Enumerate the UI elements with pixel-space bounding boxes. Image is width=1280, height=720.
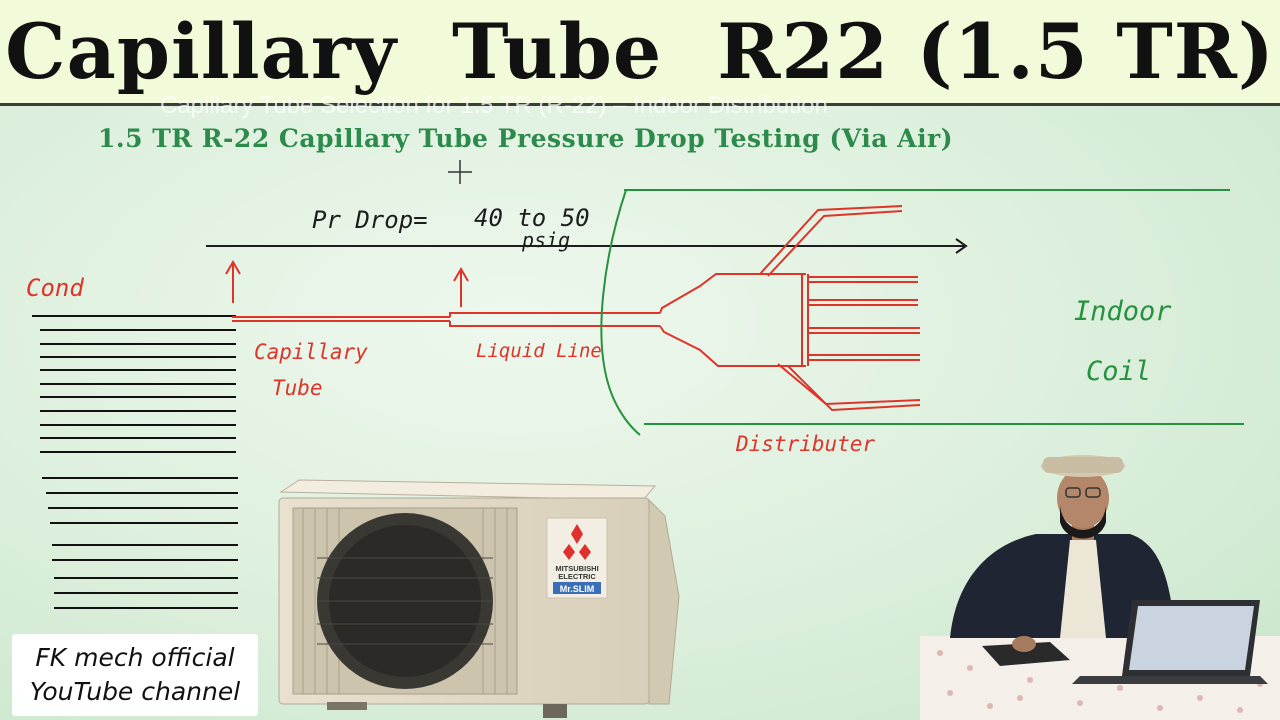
liquid-line-label: Liquid Line — [476, 340, 602, 362]
pressure-drop-label: Pr Drop= — [312, 206, 428, 234]
crosshair-cursor-icon — [448, 160, 472, 184]
indoor-label-line2: Coil — [1086, 356, 1152, 387]
presenter-image — [920, 455, 1280, 720]
channel-badge-line2: YouTube channel — [29, 677, 241, 706]
model-label: Mr.SLIM — [560, 584, 595, 594]
pressure-unit-label: psig — [522, 228, 571, 252]
brand-line2: ELECTRIC — [558, 572, 596, 581]
channel-badge-line1: FK mech official — [35, 643, 235, 672]
condenser-label: Cond — [26, 274, 84, 302]
pressure-axis-arrow — [206, 238, 968, 254]
distributor-label: Distributer — [736, 432, 876, 456]
faint-caption: Capillary Tube Selection for 1.5 TR (R-2… — [160, 92, 828, 119]
slide-subtitle: 1.5 TR R-22 Capillary Tube Pressure Drop… — [98, 124, 954, 153]
title-bar: Capillary Tube R22 (1.5 TR) — [0, 0, 1280, 106]
pressure-value-label: 40 to 50 — [474, 204, 590, 232]
distributor — [659, 205, 921, 412]
brand-line1: MITSUBISHI — [555, 564, 598, 573]
indoor-coil-boundary — [600, 189, 1244, 436]
capillary-tube — [232, 316, 450, 322]
up-arrow-icon — [453, 267, 469, 307]
condenser-fins — [32, 315, 238, 609]
capillary-label-line1: Capillary — [254, 340, 368, 364]
up-arrow-icon — [225, 260, 241, 303]
outdoor-ac-unit: MITSUBISHI ELECTRIC Mr.SLIM — [278, 479, 680, 718]
channel-badge: FK mech official YouTube channel — [12, 634, 258, 716]
video-title: Capillary Tube R22 (1.5 TR) — [5, 7, 1275, 96]
liquid-line — [449, 312, 660, 327]
indoor-label-line1: Indoor — [1074, 296, 1172, 327]
capillary-label-line2: Tube — [272, 376, 323, 400]
three-diamonds-logo-icon — [563, 524, 591, 560]
